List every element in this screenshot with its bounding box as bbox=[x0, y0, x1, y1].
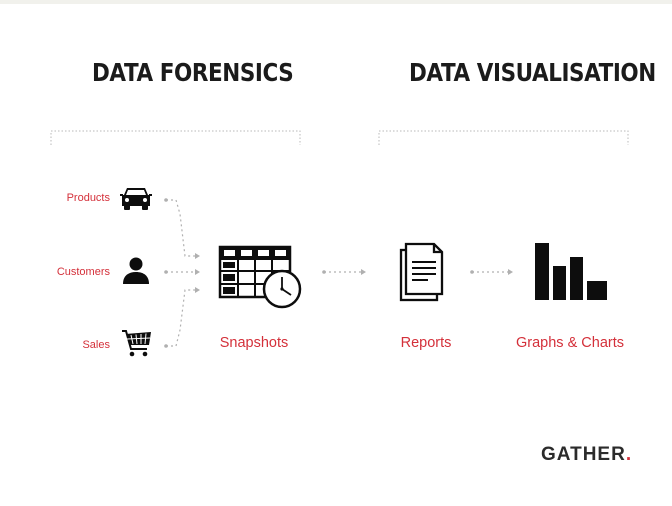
forensics-bracket bbox=[50, 130, 301, 145]
heading-data-forensics: DATA FORENSICS bbox=[92, 58, 294, 87]
document-icon bbox=[399, 242, 444, 302]
brand-name: GATHER bbox=[541, 444, 626, 465]
table-clock-icon bbox=[218, 245, 302, 309]
source-connectors bbox=[166, 199, 195, 347]
snapshots-to-reports-connector bbox=[322, 269, 366, 275]
stage-label-reports: Reports bbox=[400, 335, 452, 351]
source-label-customers: Customers bbox=[56, 266, 110, 278]
source-label-products: Products bbox=[66, 192, 110, 204]
heading-data-visualisation: DATA VISUALISATION bbox=[409, 58, 656, 87]
bar-chart-icon bbox=[535, 243, 607, 300]
brand-dot: . bbox=[625, 444, 633, 465]
stage-label-graphs-charts: Graphs & Charts bbox=[516, 335, 624, 351]
top-strip bbox=[0, 0, 672, 4]
gather-logo: GATHER. bbox=[541, 444, 632, 466]
stage-label-snapshots: Snapshots bbox=[219, 335, 289, 351]
visualisation-bracket bbox=[378, 130, 629, 145]
person-icon bbox=[123, 257, 149, 284]
car-icon bbox=[120, 188, 152, 210]
shopping-cart-icon bbox=[122, 330, 151, 357]
source-label-sales: Sales bbox=[82, 339, 110, 351]
reports-to-graphs-connector bbox=[470, 269, 513, 275]
